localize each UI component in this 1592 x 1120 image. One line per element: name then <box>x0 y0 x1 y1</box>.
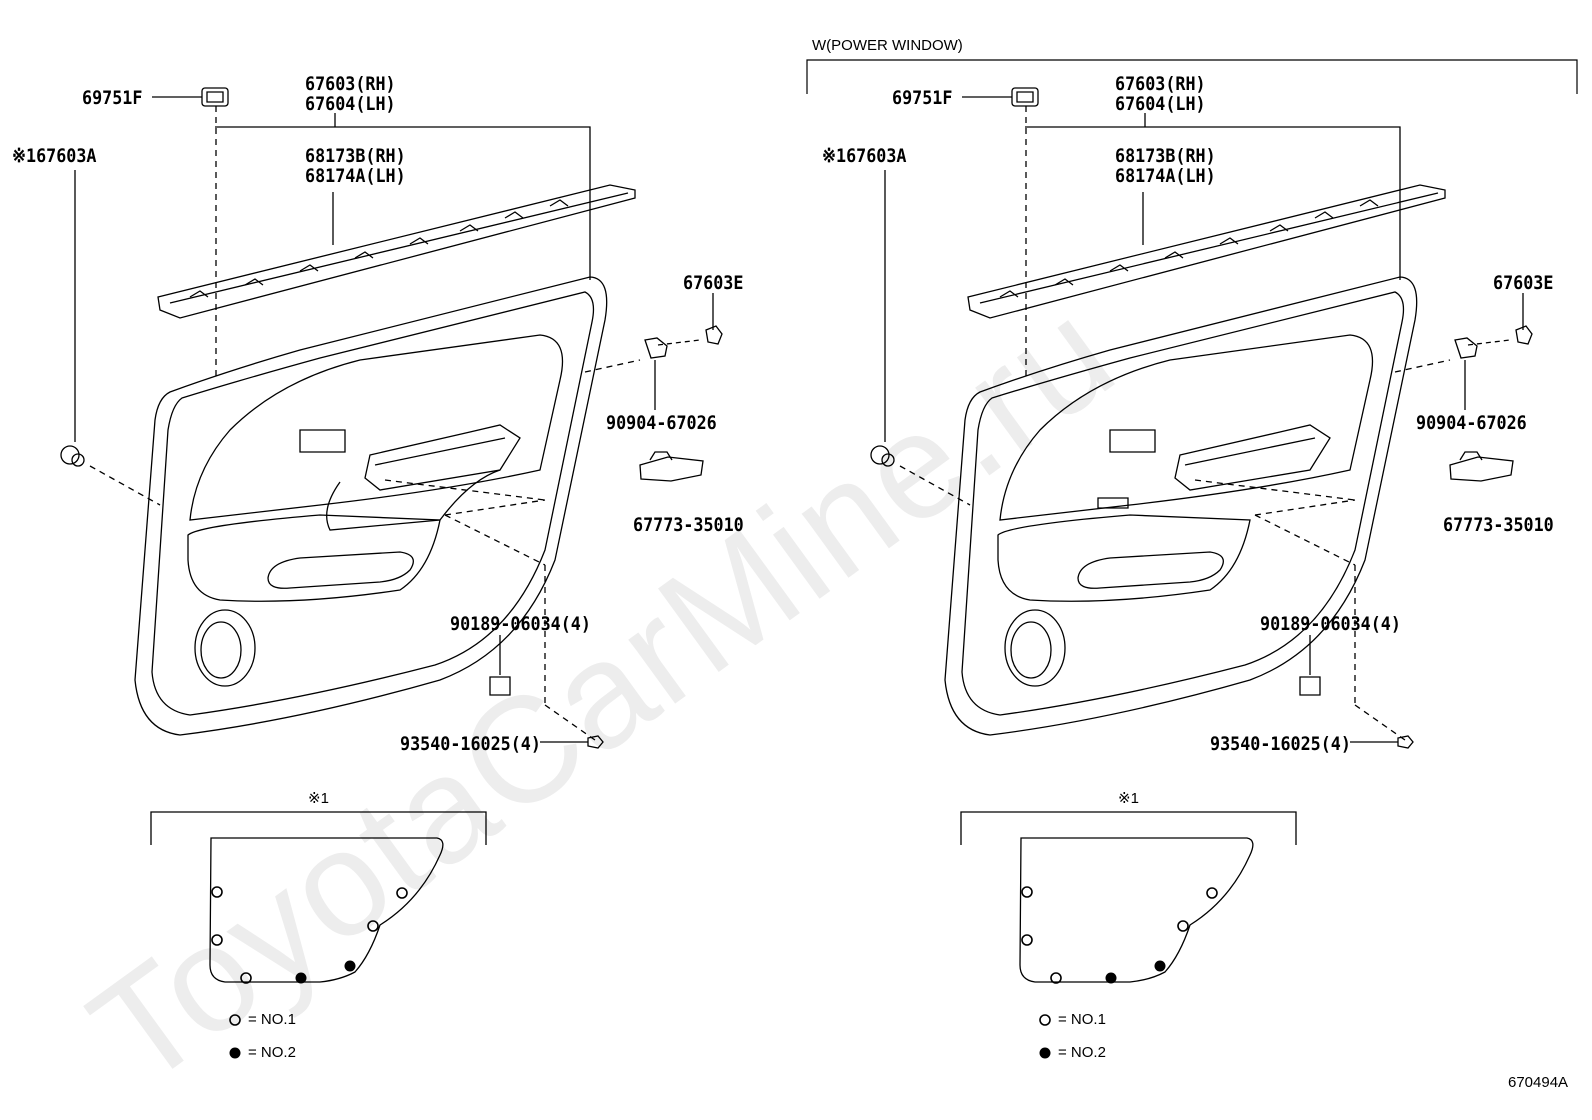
label-67603E: 67603E <box>683 272 744 294</box>
label-90189-06034: 90189-06034(4) <box>450 613 591 635</box>
label-weatherstrip-rh: 68173B(RH) <box>1115 145 1216 167</box>
label-trim-lh: 67604(LH) <box>305 93 396 115</box>
label-90904-67026: 90904-67026 <box>1416 412 1527 434</box>
inset-mark: ※1 <box>308 790 329 807</box>
label-weatherstrip-lh: 68174A(LH) <box>305 165 406 187</box>
label-67773-35010: 67773-35010 <box>633 514 744 536</box>
legend-no1: = NO.1 <box>248 1011 296 1028</box>
label-trim-rh: 67603(RH) <box>305 73 396 95</box>
panel-right: 69751F 67603(RH) 67604(LH) ※167603A 6817… <box>810 0 1592 1099</box>
figure-id: 670494A <box>1508 1074 1569 1091</box>
door-trim-drawing <box>810 0 1592 1059</box>
label-69751F: 69751F <box>82 87 143 109</box>
label-67603A: ※167603A <box>12 145 97 167</box>
label-69751F: 69751F <box>892 87 953 109</box>
label-67773-35010: 67773-35010 <box>1443 514 1554 536</box>
panel-left: 69751F 67603(RH) 67604(LH) ※167603A 6817… <box>0 0 800 1099</box>
inset-mark: ※1 <box>1118 790 1139 807</box>
label-90189-06034: 90189-06034(4) <box>1260 613 1401 635</box>
door-trim-drawing <box>0 0 800 1059</box>
label-90904-67026: 90904-67026 <box>606 412 717 434</box>
label-weatherstrip-rh: 68173B(RH) <box>305 145 406 167</box>
legend-no2: = NO.2 <box>1058 1044 1106 1061</box>
legend-no1: = NO.1 <box>1058 1011 1106 1028</box>
label-weatherstrip-lh: 68174A(LH) <box>1115 165 1216 187</box>
label-67603E: 67603E <box>1493 272 1554 294</box>
legend-no2: = NO.2 <box>248 1044 296 1061</box>
power-window-label: W(POWER WINDOW) <box>812 37 963 54</box>
label-93540-16025: 93540-16025(4) <box>1210 733 1351 755</box>
label-67603A: ※167603A <box>822 145 907 167</box>
label-trim-rh: 67603(RH) <box>1115 73 1206 95</box>
label-93540-16025: 93540-16025(4) <box>400 733 541 755</box>
label-trim-lh: 67604(LH) <box>1115 93 1206 115</box>
